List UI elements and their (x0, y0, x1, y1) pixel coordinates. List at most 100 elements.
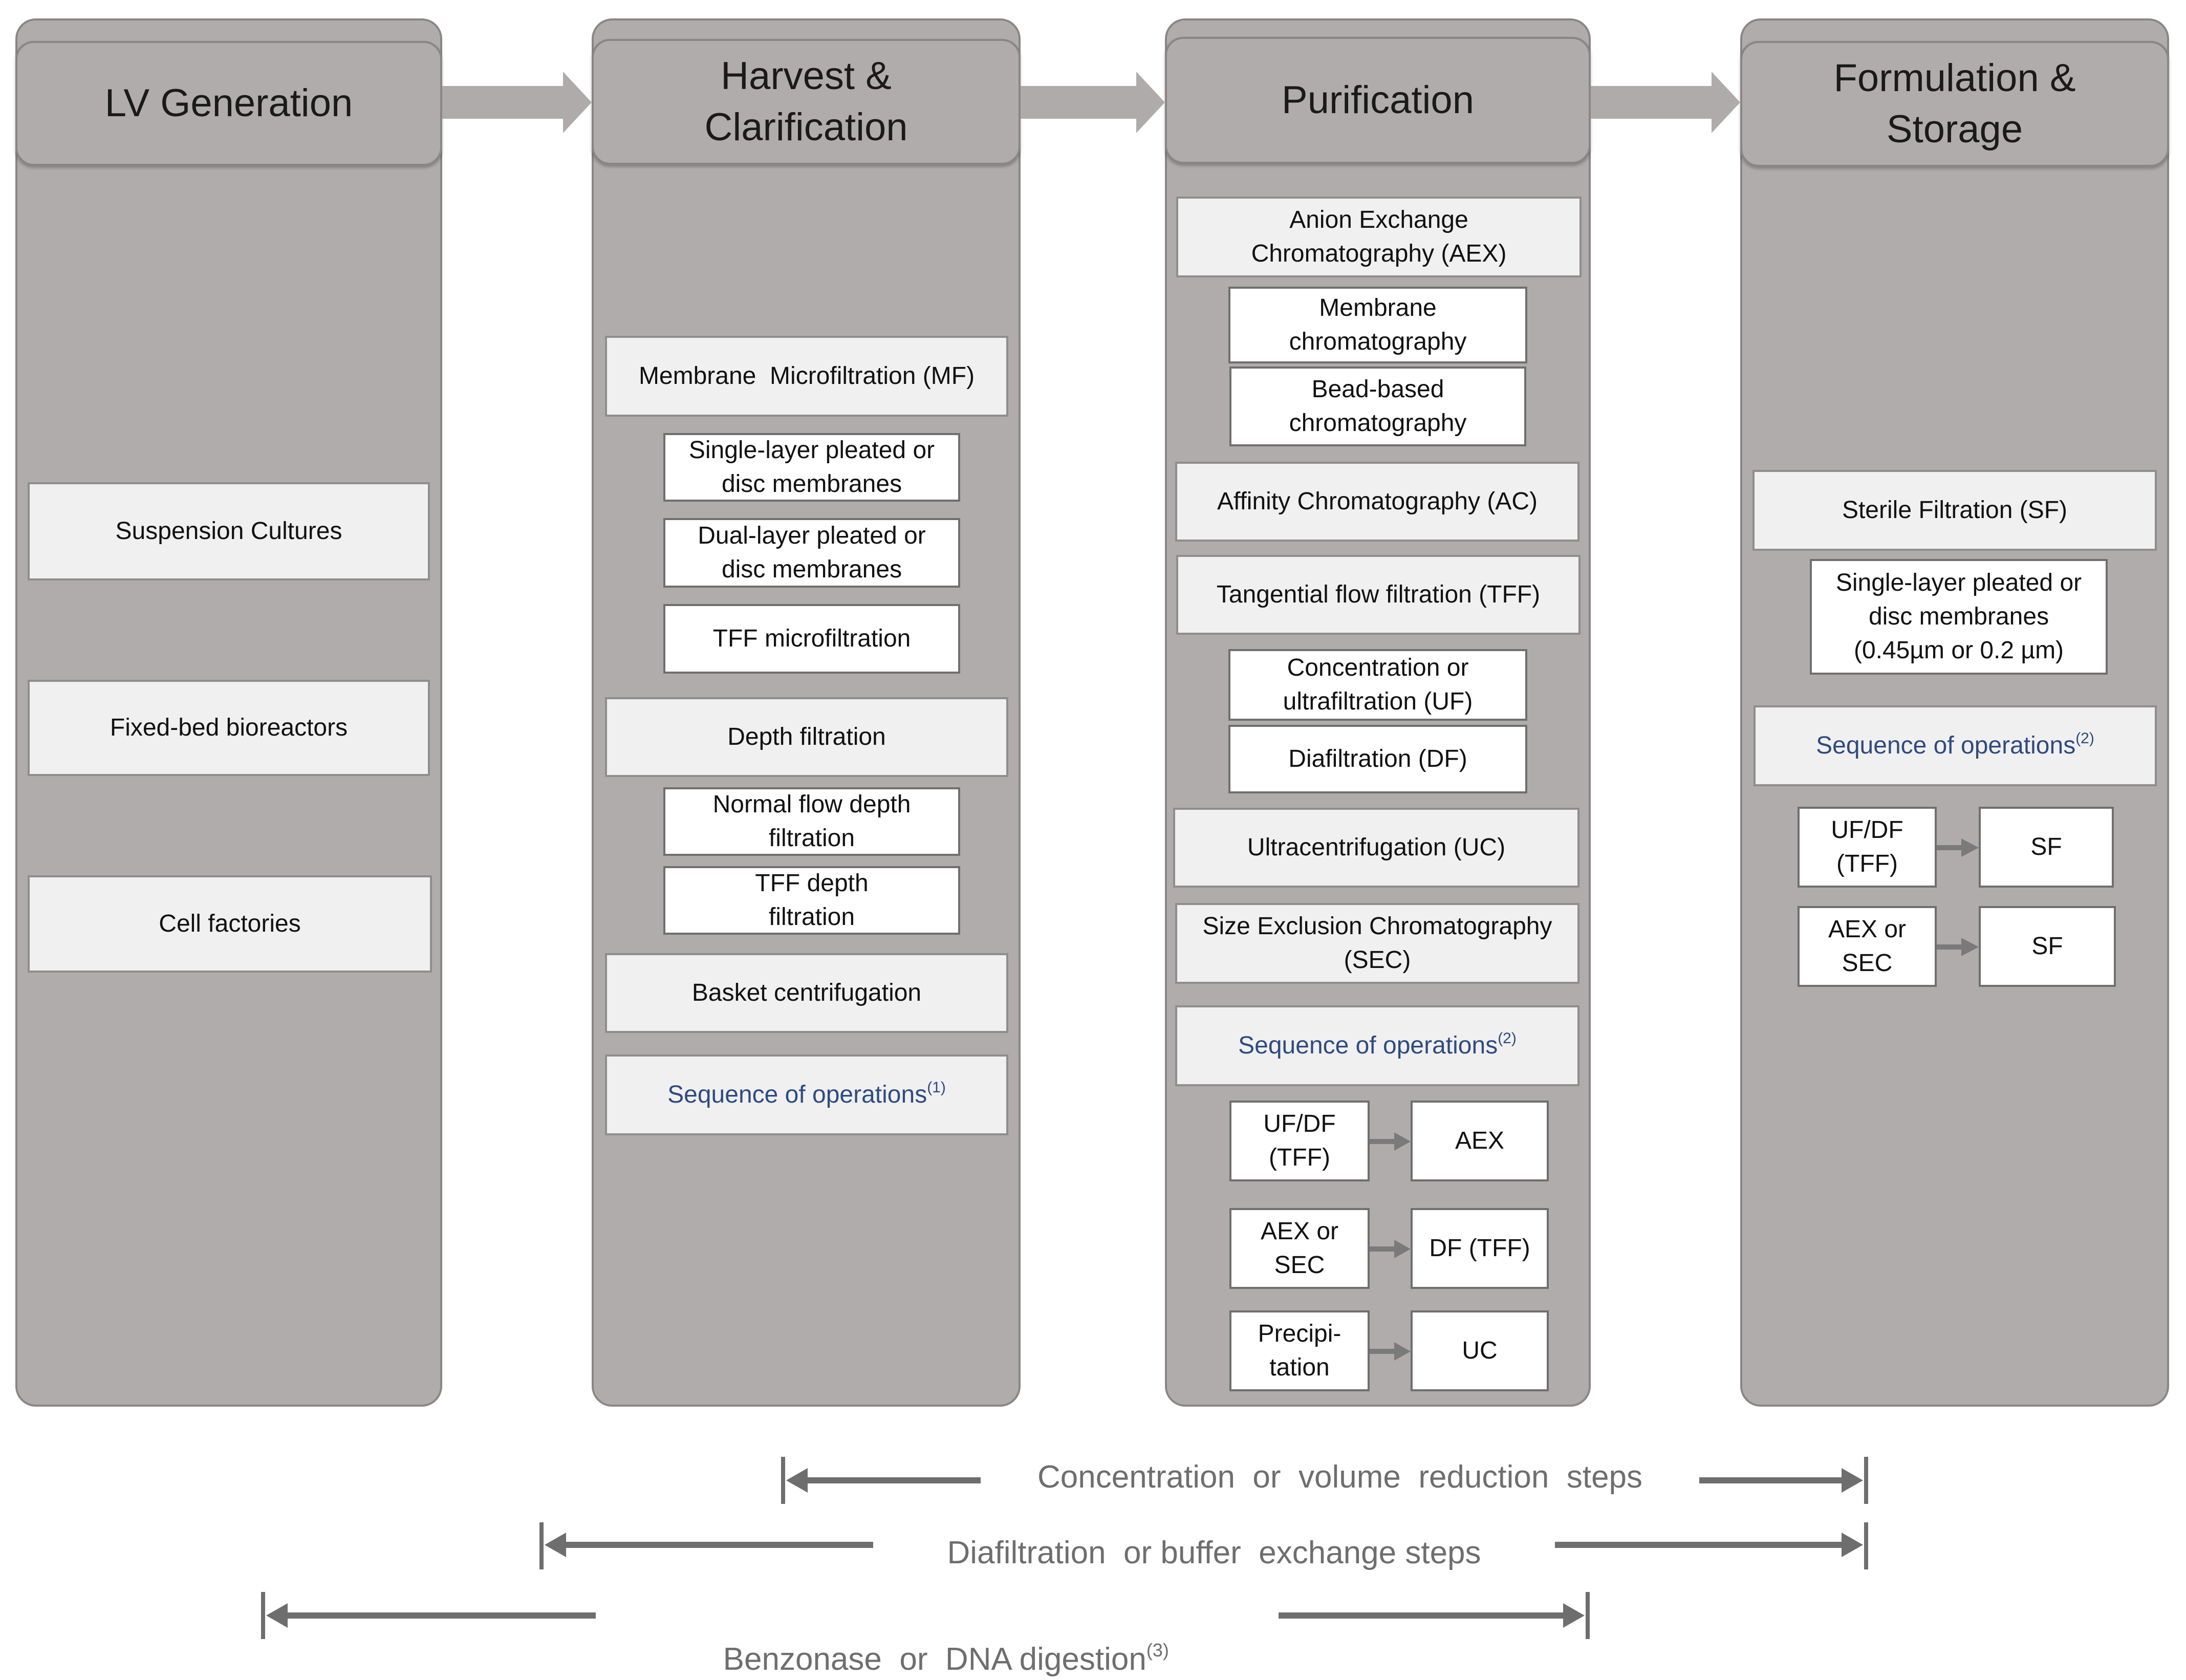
benzonase-text: Benzonase or DNA digestion (723, 1642, 1146, 1677)
formulation-sequence-footnote: (2) (2075, 730, 2094, 747)
column-title-formulation: Formulation & Storage (1740, 41, 2169, 167)
membrane-microfiltration-box: Membrane Microfiltration (MF) (605, 336, 1008, 417)
single-layer-membranes-box: Single-layer pleated or disc membranes (663, 433, 960, 502)
purif-seq1-from-label: UF/DF (TFF) (1263, 1110, 1336, 1171)
form-seq2-from-box: AEX or SEC (1798, 906, 1937, 987)
purification-sequence-text: Sequence of operations (1238, 1032, 1498, 1059)
purification-sequence-label: Sequence of operations(2) (1238, 1029, 1517, 1063)
concentration-ultrafiltration-label: Concentration or ultrafiltration (UF) (1283, 654, 1473, 715)
basket-centrifugation-label: Basket centrifugation (691, 979, 922, 1006)
tff-depth-filtration-label: TFF depth filtration (755, 870, 869, 931)
purif-seq1-from-box: UF/DF (TFF) (1229, 1101, 1370, 1181)
affinity-chromatography-label: Affinity Chromatography (AC) (1217, 488, 1538, 515)
bead-based-chromatography-label: Bead-based chromatography (1289, 376, 1467, 437)
purif-seq1-to-box: AEX (1411, 1101, 1549, 1181)
purif-seq2-from-box: AEX or SEC (1229, 1208, 1370, 1289)
purif-seq2-to-box: DF (TFF) (1411, 1208, 1549, 1289)
benzonase-right-head (1563, 1603, 1585, 1628)
concentration-steps-label: Concentration or volume reduction steps (1037, 1459, 1643, 1495)
lv-generation-title-text: LV Generation (104, 81, 353, 125)
membrane-chromatography-label: Membrane chromatography (1289, 294, 1467, 355)
diafiltration-right-head (1842, 1533, 1863, 1557)
suspension-cultures-box: Suspension Cultures (28, 482, 430, 580)
form-seq1-from-label: UF/DF (TFF) (1831, 816, 1903, 877)
benzonase-label: Benzonase or DNA digestion(3) (601, 1598, 1273, 1680)
sf-membranes-label: Single-layer pleated or disc membranes (… (1835, 569, 2082, 664)
normal-flow-depth-filtration-box: Normal flow depth filtration (663, 787, 960, 856)
single-layer-membranes-label: Single-layer pleated or disc membranes (688, 437, 935, 498)
form-seq1-from-box: UF/DF (TFF) (1798, 807, 1937, 888)
harvest-sequence-of-operations-box: Sequence of operations(1) (605, 1054, 1008, 1135)
ultracentrifugation-label: Ultracentrifugation (UC) (1247, 834, 1506, 861)
purif-seq2-from-label: AEX or SEC (1260, 1218, 1339, 1279)
anion-exchange-box: Anion Exchange Chromatography (AEX) (1176, 197, 1582, 277)
tangential-flow-filtration-box: Tangential flow filtration (TFF) (1176, 555, 1581, 635)
size-exclusion-chromatography-box: Size Exclusion Chromatography (SEC) (1175, 903, 1579, 984)
harvest-sequence-footnote: (1) (927, 1079, 946, 1096)
cell-factories-label: Cell factories (159, 910, 301, 937)
benzonase-left-head (266, 1603, 288, 1628)
depth-filtration-box: Depth filtration (605, 697, 1008, 777)
formulation-sequence-label: Sequence of operations(2) (1816, 729, 2094, 763)
benzonase-footnote: (3) (1146, 1640, 1169, 1661)
tff-microfiltration-box: TFF microfiltration (663, 604, 960, 674)
sterile-filtration-label: Sterile Filtration (SF) (1842, 497, 2068, 524)
cell-factories-box: Cell factories (28, 875, 432, 973)
purification-sequence-of-operations-box: Sequence of operations(2) (1175, 1005, 1579, 1086)
concentration-ultrafiltration-box: Concentration or ultrafiltration (UF) (1228, 649, 1527, 721)
purif-seq3-to-box: UC (1411, 1310, 1549, 1391)
tangential-flow-filtration-label: Tangential flow filtration (TFF) (1216, 581, 1541, 608)
fixed-bed-bioreactors-label: Fixed-bed bioreactors (110, 714, 348, 741)
form-seq1-arrowhead (1961, 838, 1979, 857)
diafiltration-steps-label: Diafiltration or buffer exchange steps (947, 1535, 1481, 1570)
size-exclusion-chromatography-label: Size Exclusion Chromatography (SEC) (1202, 913, 1552, 974)
form-seq2-to-box: SF (1979, 906, 2116, 987)
purif-seq3-from-box: Precipi- tation (1229, 1310, 1370, 1391)
harvest-sequence-text: Sequence of operations (667, 1081, 927, 1108)
diafiltration-left-head (545, 1533, 566, 1557)
purif-seq3-arrowhead (1394, 1342, 1411, 1361)
dual-layer-membranes-label: Dual-layer pleated or disc membranes (698, 522, 926, 583)
membrane-chromatography-box: Membrane chromatography (1228, 287, 1527, 363)
column-title-lv-generation: LV Generation (15, 41, 442, 166)
purif-seq2-arrowhead (1394, 1240, 1411, 1258)
purif-seq1-to-label: AEX (1455, 1127, 1505, 1154)
normal-flow-depth-filtration-label: Normal flow depth filtration (712, 791, 911, 852)
purification-sequence-footnote: (2) (1498, 1030, 1517, 1047)
basket-centrifugation-box: Basket centrifugation (605, 953, 1008, 1033)
purif-seq1-arrowhead (1394, 1132, 1411, 1151)
affinity-chromatography-box: Affinity Chromatography (AC) (1175, 462, 1579, 542)
concentration-left-head (786, 1468, 808, 1493)
anion-exchange-label: Anion Exchange Chromatography (AEX) (1251, 206, 1507, 267)
diafiltration-box: Diafiltration (DF) (1228, 725, 1527, 793)
purif-seq2-to-label: DF (TFF) (1429, 1235, 1530, 1262)
sf-membranes-box: Single-layer pleated or disc membranes (… (1810, 559, 2108, 675)
diafiltration-label: Diafiltration (DF) (1288, 745, 1467, 772)
membrane-microfiltration-label: Membrane Microfiltration (MF) (638, 362, 975, 390)
column-arrow-3 (1591, 72, 1740, 133)
formulation-sequence-of-operations-box: Sequence of operations(2) (1754, 705, 2157, 786)
tff-microfiltration-label: TFF microfiltration (712, 625, 911, 652)
ultracentrifugation-box: Ultracentrifugation (UC) (1173, 808, 1579, 888)
depth-filtration-label: Depth filtration (727, 723, 886, 750)
harvest-sequence-label: Sequence of operations(1) (667, 1078, 946, 1112)
formulation-title-text: Formulation & Storage (1833, 56, 2076, 151)
form-seq1-to-box: SF (1979, 807, 2114, 888)
column-arrow-1 (442, 72, 592, 133)
tff-depth-filtration-box: TFF depth filtration (663, 866, 960, 935)
purif-seq3-from-label: Precipi- tation (1258, 1320, 1341, 1381)
form-seq2-from-label: AEX or SEC (1828, 916, 1907, 977)
fixed-bed-bioreactors-box: Fixed-bed bioreactors (28, 680, 430, 776)
dual-layer-membranes-box: Dual-layer pleated or disc membranes (663, 518, 960, 588)
column-arrow-2 (1021, 72, 1165, 133)
purif-seq3-to-label: UC (1462, 1337, 1498, 1364)
column-title-harvest: Harvest & Clarification (592, 39, 1021, 165)
sterile-filtration-box: Sterile Filtration (SF) (1752, 470, 2157, 551)
harvest-title-text: Harvest & Clarification (704, 54, 908, 149)
bead-based-chromatography-box: Bead-based chromatography (1229, 367, 1526, 446)
formulation-sequence-text: Sequence of operations (1816, 732, 2076, 759)
purification-title-text: Purification (1282, 78, 1474, 122)
form-seq2-to-label: SF (2031, 933, 2063, 960)
concentration-right-head (1842, 1468, 1863, 1493)
